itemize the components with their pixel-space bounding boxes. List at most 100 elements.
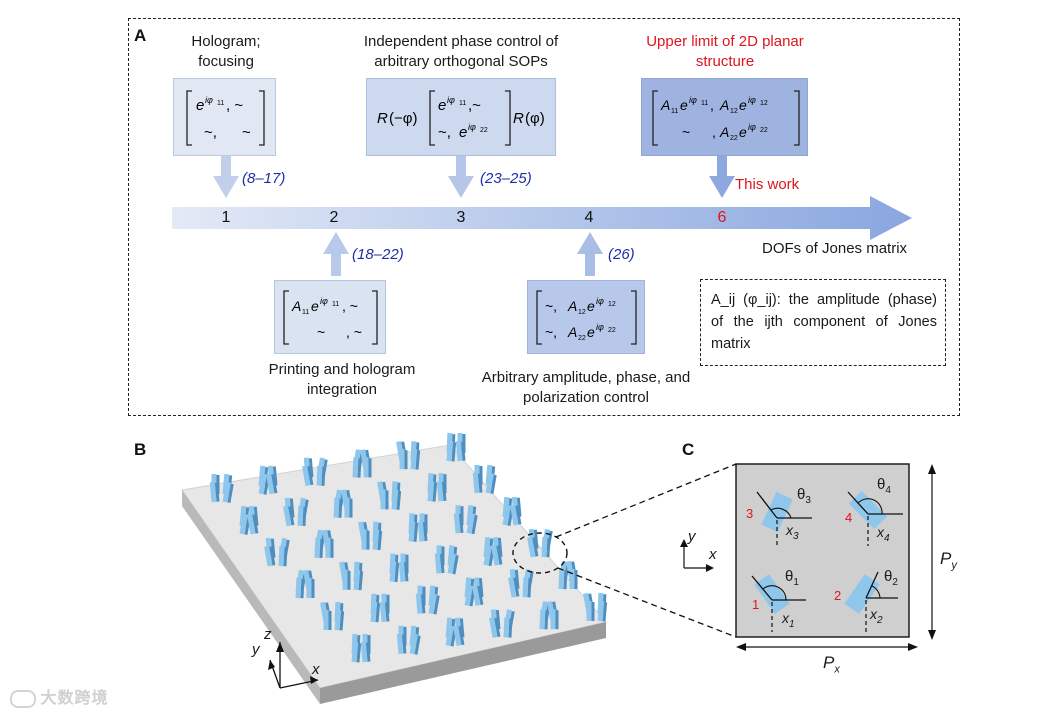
nanofin-shade — [495, 609, 501, 630]
cell-4-theta: θ4 — [877, 476, 891, 496]
fin-cell-2 — [844, 571, 898, 632]
nanofin — [453, 625, 462, 647]
nanofin-cluster — [295, 569, 315, 599]
svg-text:iφ: iφ — [596, 322, 604, 332]
step-6-matrix-box: A 11 e iφ 11 , A 12 e iφ 12 ~ , A 22 e i… — [641, 78, 808, 156]
nanofin-cluster — [483, 537, 503, 567]
svg-text:,: , — [712, 124, 716, 140]
nanofin — [209, 481, 217, 503]
nanofin-shade — [269, 546, 276, 566]
nanofin-shade — [574, 570, 578, 589]
tick-2: 2 — [329, 209, 339, 226]
nanofin-shade — [415, 450, 421, 470]
svg-text:e: e — [739, 124, 747, 140]
nanofin-cluster — [446, 432, 466, 462]
nanofin-cluster — [527, 528, 553, 558]
nanofin-cluster — [489, 609, 515, 638]
svg-text:A: A — [719, 97, 729, 113]
nanofin-cluster — [264, 537, 290, 567]
nanofin-shade — [477, 585, 484, 605]
svg-text:~,: ~, — [545, 324, 557, 340]
svg-text:iφ: iφ — [320, 296, 328, 306]
nanofin-shade — [460, 441, 466, 461]
svg-text:e: e — [587, 324, 595, 340]
nanofin-cluster — [314, 529, 334, 559]
nanofin-cluster — [396, 441, 421, 470]
nanofin-shade — [544, 610, 549, 630]
cell-3-num: 3 — [746, 506, 754, 521]
nanofin — [344, 497, 350, 518]
nanofin-shade — [460, 506, 464, 526]
nanofin-shade — [433, 595, 440, 615]
nanofin-shade — [515, 505, 522, 525]
nanofin — [353, 569, 361, 591]
nanofin — [472, 585, 481, 606]
nanofin — [264, 545, 273, 567]
nanofin-shade — [338, 498, 343, 518]
nanofin-cluster — [377, 481, 402, 510]
nanofin — [445, 625, 454, 647]
nanofin-shade — [478, 577, 484, 598]
svg-text:, ~: , ~ — [226, 97, 243, 114]
nanofin-shade — [516, 497, 522, 517]
nanofin-shade — [367, 635, 371, 654]
nanofin — [558, 568, 565, 590]
svg-text:iφ: iφ — [205, 95, 213, 105]
cell-1-theta: θ1 — [785, 568, 799, 588]
svg-text:,: , — [710, 97, 714, 113]
nanofin-cluster — [358, 521, 383, 551]
cell-2-x: x2 — [870, 606, 883, 626]
nanofin-cluster — [333, 489, 353, 518]
fin-cell-1 — [751, 574, 806, 632]
nanofin-shade — [496, 545, 503, 565]
svg-text:11: 11 — [217, 100, 224, 107]
arrow-step-2 — [323, 232, 349, 276]
step-6-matrix: A 11 e iφ 11 , A 12 e iφ 12 ~ , A 22 e i… — [652, 90, 800, 146]
step-2-matrix-box: A 11 e iφ 11 , ~ ~ , ~ — [274, 280, 386, 354]
nanofin — [466, 513, 475, 534]
tick-6: 6 — [717, 209, 727, 226]
svg-text:~,: ~, — [545, 298, 557, 314]
nanofin — [510, 504, 519, 526]
nanofin — [415, 593, 423, 614]
svg-text:12: 12 — [730, 108, 738, 115]
legend-box: A_ij (φ_ij): the amplitude (phase) of th… — [700, 279, 946, 366]
nanofin-shade — [308, 458, 314, 478]
zoom-circle — [512, 532, 568, 574]
nanofin-shade — [420, 594, 426, 614]
step-2-matrix: A 11 e iφ 11 , ~ ~ , ~ — [283, 290, 378, 345]
nanofin — [522, 577, 529, 598]
nanofin — [306, 578, 312, 598]
svg-text:(−φ): (−φ) — [389, 110, 417, 127]
nanofin-shade — [384, 602, 390, 622]
nanofin — [541, 536, 548, 558]
px-label: Px — [823, 653, 840, 676]
nanofin — [370, 601, 378, 623]
substrate-side-right — [320, 622, 606, 704]
nanofin — [485, 472, 494, 494]
nanofin-cluster — [352, 449, 372, 478]
nanofin-cluster — [427, 473, 447, 502]
nanofin-shade — [227, 483, 234, 503]
svg-text:~,: ~, — [438, 124, 451, 141]
nanofin-cluster — [239, 505, 259, 535]
nanofin — [569, 569, 575, 589]
nanofin-shade — [396, 490, 402, 510]
svg-text:A: A — [567, 324, 577, 340]
step-4-matrix-box: ~, A 12 e iφ 12 ~, A 22 e iφ 22 — [527, 280, 645, 354]
step-3-matrix-box: R (−φ) e iφ 11 ,~ ~, e iφ 22 R (φ) — [366, 78, 556, 156]
nanofin-cluster — [396, 625, 421, 655]
nanofin-shade — [214, 482, 220, 502]
nanofin-shade — [441, 481, 447, 501]
nanofin-cluster — [302, 457, 328, 487]
nanofin — [434, 553, 442, 574]
nanofin-shade — [311, 579, 315, 598]
nanofin-shade — [441, 546, 445, 566]
nanofin-shade — [366, 530, 370, 550]
nanofin-cluster — [339, 561, 364, 591]
panel-c-letter: C — [682, 440, 695, 459]
nanofin-shade — [385, 490, 389, 510]
nanofin — [379, 601, 387, 623]
nanofin — [295, 577, 302, 599]
nanofin-shade — [533, 529, 539, 549]
